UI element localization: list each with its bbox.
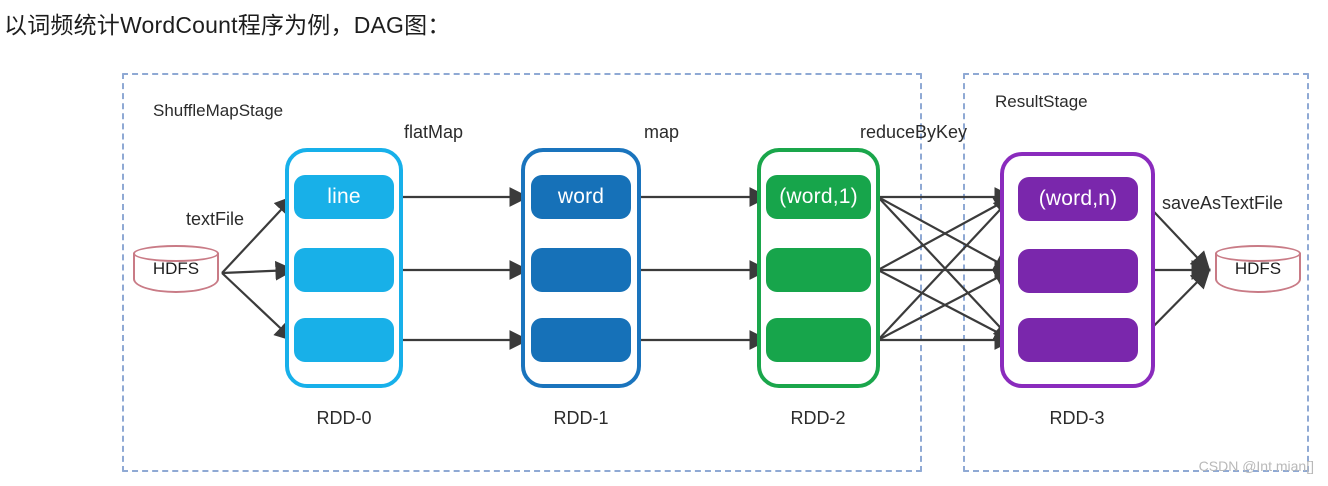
rdd-label-rdd-0: RDD-0 (316, 408, 372, 428)
partition-rdd-1-0: word (531, 175, 631, 219)
hdfs-input-label: HDFS (152, 259, 200, 278)
partition-rdd-3-1 (1018, 249, 1138, 293)
hdfs-input-cylinder: HDFS (133, 245, 219, 301)
partition-rdd-0-1 (294, 248, 394, 292)
rdd-label-rdd-3: RDD-3 (1049, 408, 1105, 428)
hdfs-output-label: HDFS (1234, 259, 1282, 278)
partition-rdd-3-0: (word,n) (1018, 177, 1138, 221)
cylinder-top (1215, 245, 1301, 262)
partition-rdd-1-2 (531, 318, 631, 362)
cylinder-top (133, 245, 219, 262)
hdfs-output-cylinder: HDFS (1215, 245, 1301, 301)
op-label-textfile: textFile (186, 209, 245, 229)
partition-rdd-3-2 (1018, 318, 1138, 362)
watermark: CSDN @Int mian[] (1198, 458, 1314, 474)
op-label-map: map (644, 122, 680, 142)
stage-label-resultstage: ResultStage (995, 92, 1088, 111)
rdd-label-rdd-1: RDD-1 (553, 408, 609, 428)
partition-rdd-2-2 (766, 318, 871, 362)
stage-label-shufflemapstage: ShuffleMapStage (153, 101, 284, 120)
partition-rdd-1-1 (531, 248, 631, 292)
partition-rdd-2-1 (766, 248, 871, 292)
partition-rdd-0-0: line (294, 175, 394, 219)
op-label-flatmap: flatMap (404, 122, 464, 142)
partition-rdd-0-2 (294, 318, 394, 362)
partition-rdd-2-0: (word,1) (766, 175, 871, 219)
op-label-saveastextfile: saveAsTextFile (1162, 193, 1284, 213)
op-label-reducebykey: reduceByKey (860, 122, 968, 142)
page-title: 以词频统计WordCount程序为例，DAG图： (4, 12, 451, 38)
rdd-label-rdd-2: RDD-2 (790, 408, 846, 428)
